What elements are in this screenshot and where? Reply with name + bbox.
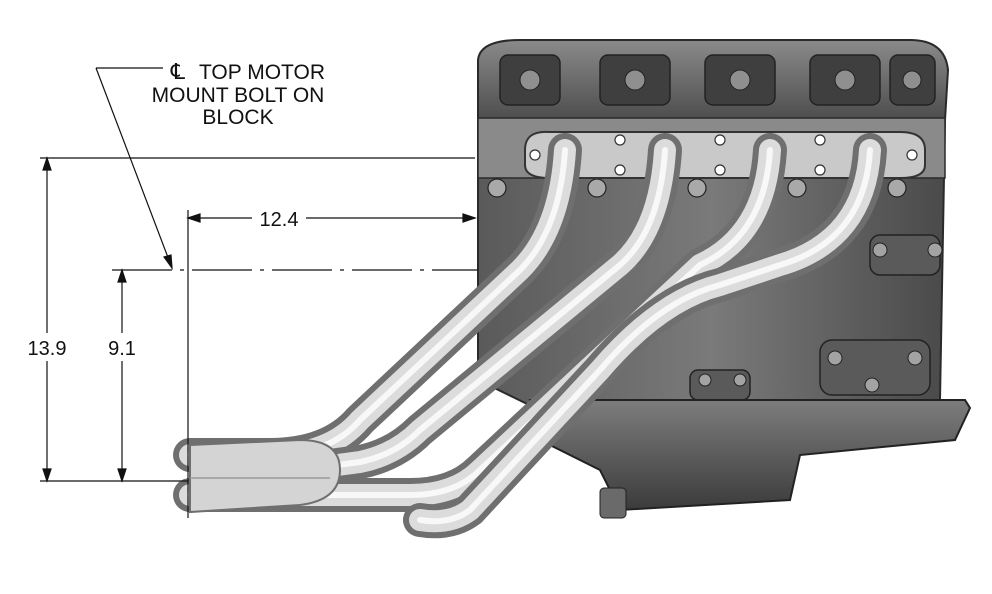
dimension-lines xyxy=(40,67,478,518)
oil-pan xyxy=(528,399,972,512)
centerline-symbol: ℄ xyxy=(170,59,186,84)
collector xyxy=(189,438,342,514)
dimension-horizontal-label: 12.4 xyxy=(260,209,299,231)
head-castings xyxy=(499,54,936,106)
callout-line-3: BLOCK xyxy=(202,106,273,129)
callout-line-2: MOUNT BOLT ON xyxy=(152,84,325,107)
header-flange xyxy=(524,130,926,179)
dimension-vertical-total-label: 13.9 xyxy=(28,338,67,360)
callout-line-1: TOP MOTOR xyxy=(199,61,325,84)
dimension-vertical-partial-label: 9.1 xyxy=(108,338,136,360)
callout-label: ℄ TOP MOTOR MOUNT BOLT ON BLOCK xyxy=(152,59,325,129)
